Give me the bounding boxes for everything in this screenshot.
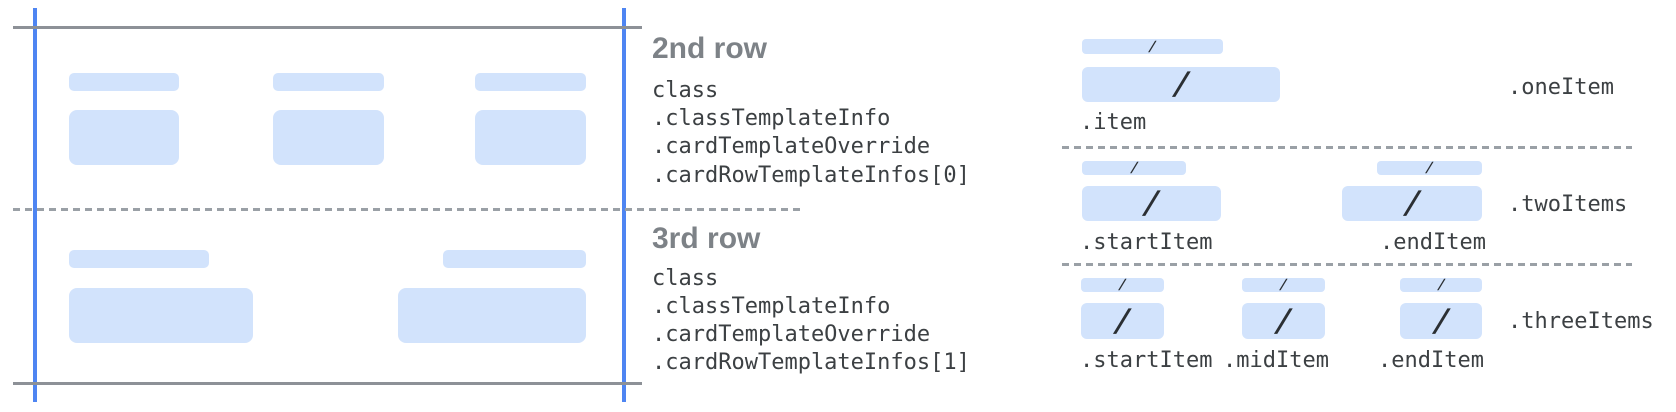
two-items-start-label-bar: / [1082, 160, 1186, 176]
row3-heading: 3rd row [652, 222, 761, 255]
three-items-mid-value-bar: / [1242, 303, 1325, 339]
slash-icon: / [1424, 160, 1435, 176]
row2-code-line: .cardRowTemplateInfos[0] [652, 163, 970, 188]
start-item-label: .startItem [1080, 230, 1213, 255]
slash-icon: / [1147, 38, 1158, 55]
slash-icon: / [1271, 302, 1296, 339]
row3-col2-label-slot [443, 250, 586, 268]
row2-col3-label-slot [475, 73, 586, 91]
two-items-end-value-bar: / [1342, 185, 1482, 221]
row3-code-line: .classTemplateInfo [652, 294, 891, 319]
three-items-end-value-bar: / [1400, 303, 1482, 339]
row2-col2-label-slot [273, 73, 384, 91]
slash-icon: / [1110, 302, 1135, 339]
row2-col1-value-slot [69, 110, 179, 165]
slash-icon: / [1278, 277, 1289, 293]
end-item-label: .endItem [1380, 230, 1486, 255]
row3-code-line: class [652, 266, 719, 291]
row3-col2-value-slot [398, 288, 586, 343]
card-top-guide-line [13, 26, 642, 29]
slash-icon: / [1117, 277, 1128, 293]
row2-code-line: .classTemplateInfo [652, 106, 891, 131]
slash-icon: / [1139, 185, 1164, 221]
two-items-layout-label: .twoItems [1508, 192, 1628, 217]
row2-code-line: class [652, 78, 719, 103]
end-item-label: .endItem [1378, 348, 1484, 373]
card-bottom-guide-line [13, 382, 642, 385]
two-items-start-value-bar: / [1082, 185, 1221, 221]
layout-separator-dashed-line [1062, 146, 1632, 149]
row2-col1-label-slot [69, 73, 179, 91]
row-divider-dashed-line [13, 208, 800, 211]
layout-separator-dashed-line [1062, 263, 1632, 266]
start-item-label: .startItem [1080, 348, 1213, 373]
one-item-layout-label: .oneItem [1508, 75, 1614, 100]
mid-item-label: .midItem [1223, 348, 1329, 373]
three-items-mid-label-bar: / [1242, 277, 1325, 293]
three-items-start-label-bar: / [1081, 277, 1164, 293]
row2-heading: 2nd row [652, 32, 768, 65]
slash-icon: / [1429, 302, 1453, 339]
row2-code-line: .cardTemplateOverride [652, 134, 931, 159]
one-item-value-bar: / [1082, 66, 1280, 102]
row3-col1-value-slot [69, 288, 253, 343]
row2-col3-value-slot [475, 110, 586, 165]
slash-icon: / [1435, 277, 1447, 293]
row3-code-line: .cardTemplateOverride [652, 322, 931, 347]
two-items-end-label-bar: / [1377, 160, 1482, 176]
row3-code-line: .cardRowTemplateInfos[1] [652, 350, 970, 375]
three-items-end-label-bar: / [1400, 277, 1482, 293]
one-item-label-bar: / [1082, 38, 1223, 55]
slash-icon: / [1169, 66, 1193, 102]
row3-col1-label-slot [69, 250, 209, 268]
card-left-guide-line [33, 8, 37, 402]
row2-col2-value-slot [273, 110, 384, 165]
three-items-layout-label: .threeItems [1508, 309, 1654, 334]
slash-icon: / [1128, 160, 1140, 176]
item-label: .item [1080, 110, 1147, 135]
slash-icon: / [1400, 185, 1424, 221]
three-items-start-value-bar: / [1081, 303, 1164, 339]
card-right-guide-line [622, 8, 626, 402]
